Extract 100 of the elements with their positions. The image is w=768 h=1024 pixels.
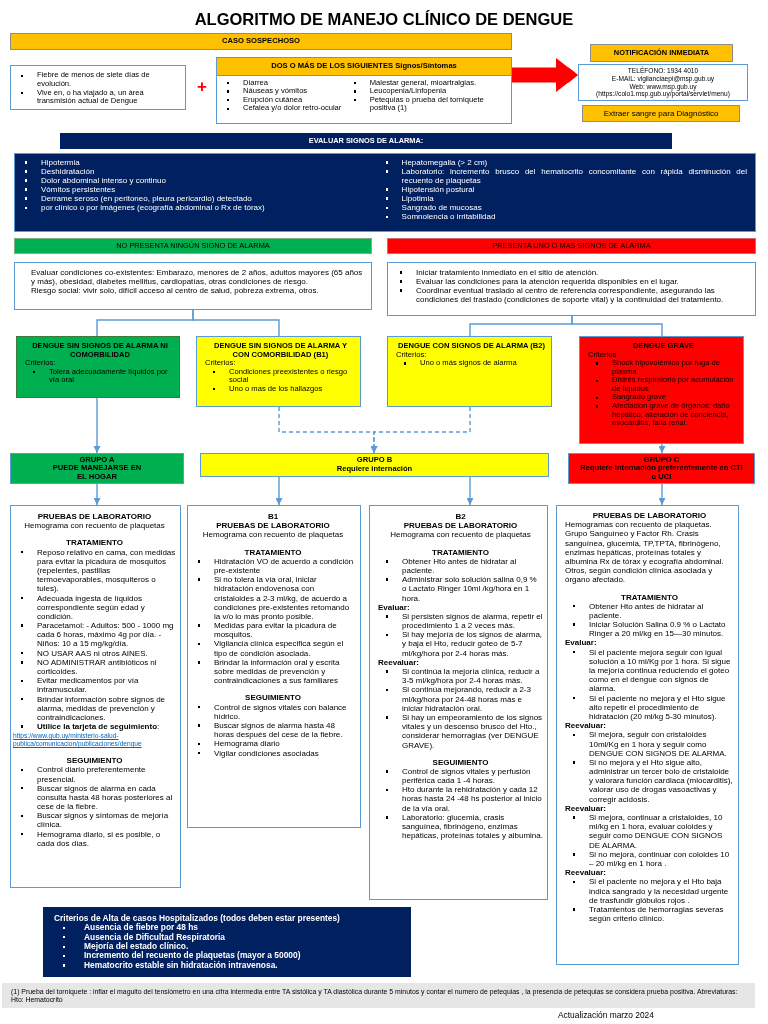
- protocol-box: [187, 505, 361, 828]
- plus-sign: +: [197, 78, 207, 95]
- list-item: Paracetamol: - Adultos: 500 - 1000 mg cada 6 horas, máximo 4g por día. - Niños: 10 a 15 mg/kg/día.: [13, 621, 176, 649]
- list-item: Si mejora, seguir con cristaloides 10ml/Kg en 1 hora y seguir como DENGUE CON SIGNOS DE ALARMA.: [565, 730, 734, 758]
- heading: PRUEBAS DE LABORATORIO: [402, 521, 519, 531]
- heading: B2: [454, 512, 467, 522]
- list-item: Vigilancia clínica especifica según el tipo de condición asociada.: [190, 639, 356, 658]
- protocol-box: [10, 505, 181, 888]
- list-item: Reposo relativo en cama, con medidas para evitar la picadura de mosquitos (repelentes, pastillas termoevaporables, mosquiteros o tules).: [13, 547, 176, 594]
- body-text: Hemograma con recuento de plaquetas: [201, 530, 345, 540]
- arrow: [275, 476, 283, 506]
- list-item: Laboratorio: glucemia, crasis sanguínea, fibrinógeno, enzimas hepáticas, proteínas totales y albumina.: [378, 812, 543, 841]
- list-item: por clínico o por imágenes (ecografía abdominal o Rx de tórax): [17, 203, 378, 213]
- body-text: Hemograma con recuento de plaquetas: [23, 521, 166, 531]
- list-item: Buscar signos de alarma en cada consulta hasta 48 horas posteriores al cese de la fiebre.: [13, 783, 176, 812]
- body-text: Riesgo social: vivir solo, difícil acceso al centro de salud, pobreza extrema, otros.: [31, 286, 320, 296]
- list-item: Hemograma diario: [190, 739, 356, 749]
- panel-heading: Criterios de Alta de casos Hospitalizados (todos deben estar presentes): [54, 913, 341, 924]
- list-item: Si continúa mejorando, reducir a 2-3 ml/kg/hora por 24-48 horas más e iniciar hidratación oral.: [378, 685, 543, 713]
- list-item: Iniciar Solución Salina 0.9 % o Lactato Ringer a 20 ml/kg en 15—30 minutos.: [565, 620, 734, 639]
- arrow: [466, 476, 474, 506]
- heading: SEGUIMIENTO: [244, 693, 302, 703]
- classification-box: [16, 336, 180, 398]
- list-item: Hepatomegalia (> 2 cm): [377, 158, 747, 168]
- protocol-box: [556, 505, 739, 965]
- list-item: Utilice la tarjeta de seguimiento:: [13, 722, 176, 732]
- notification-box: [590, 44, 733, 62]
- section-band: [60, 133, 672, 149]
- list-item: Obtener Hto antes de hidratar al paciente.: [565, 601, 734, 621]
- list-item: Si continúa la mejoría clínica, reducir a 3-5 ml/kg/hora por 2-4 horas más.: [378, 667, 543, 686]
- list-item: Si hay mejoría de los signos de alarma, y baja el Hto, reducir goteo de 5-7 ml/kg/hora por 2-4 horas más.: [378, 630, 543, 658]
- arrow: [658, 443, 666, 454]
- group-box: [568, 453, 755, 484]
- action-box: [387, 262, 756, 316]
- decision-band: [14, 238, 372, 254]
- heading: SEGUIMIENTO: [65, 756, 124, 766]
- block-arrow: [512, 58, 578, 92]
- contact-box: [578, 64, 748, 101]
- list-item: Sangrado de mucosas: [377, 203, 747, 213]
- classification-box: [387, 336, 552, 407]
- arrow: [370, 406, 471, 454]
- list-item: Dolor abdominal intenso y continuo: [17, 176, 378, 186]
- list-item: Hematocrito estable sin hidratación intravenosa.: [54, 960, 402, 971]
- list-item: Evaluar las condiciones para la atención requerida disponibles en el lugar.: [392, 277, 747, 287]
- list-item: Laboratorio: incremento brusco del hematocrito concomitante con rápida disminución del recuento de plaquetas: [377, 167, 747, 186]
- protocol-box: [369, 505, 548, 900]
- assessment-box: [14, 262, 372, 310]
- group-box: [200, 453, 549, 477]
- list-item: Iniciar tratamiento inmediato en el sitio de atención.: [392, 268, 747, 278]
- list-item: Ausencia de fiebre por 48 hs: [54, 923, 402, 933]
- classification-box: [196, 336, 361, 407]
- list-item: Ausencia de Dificultad Respiratoria: [54, 932, 402, 942]
- list-item: Medidas para evitar la picadura de mosquitos.: [190, 621, 356, 640]
- group-box: [10, 453, 184, 484]
- list-item: Brindar información sobre signos de alarma, medidas de prevención y contraindicaciones.: [13, 694, 176, 723]
- heading: PRUEBAS DE LABORATORIO: [215, 521, 331, 531]
- heading: SEGUIMIENTO: [431, 757, 490, 767]
- footnote-band: [2, 983, 755, 1008]
- list-item: Somnolencia o irritabilidad: [377, 212, 747, 222]
- list-item: Lipotimia: [377, 194, 747, 204]
- criteria-box: [10, 65, 186, 110]
- subheading: Reevaluar:: [565, 868, 607, 878]
- subheading: Evaluar:: [378, 602, 411, 612]
- list-item: Hipotensión postural: [377, 185, 747, 195]
- subheading: Reevaluar:: [378, 657, 420, 667]
- header-band: [10, 33, 512, 50]
- connector-line: [192, 309, 280, 337]
- arrow: [93, 483, 101, 506]
- criteria-box: [216, 57, 512, 124]
- body-text: Hemograma con recuento de plaquetas: [389, 530, 532, 540]
- list-item: NO USAR AAS ni otros AINES.: [13, 648, 176, 658]
- body-text: Evaluar condiciones co-existentes: Embarazo, menores de 2 años, adultos mayores (65 años y más), obesidad, diabetes mellitus, cardiopatías, otras condiciones de riesgo.: [31, 268, 363, 287]
- subheading: Reevaluar:: [565, 803, 606, 813]
- connector-line: [571, 315, 663, 337]
- heading: TRATAMIENTO: [65, 538, 124, 548]
- list-item: Adecuada ingesta de líquidos correspondiente según edad y condición.: [13, 593, 176, 622]
- arrow: [658, 483, 666, 506]
- list-item: Brindar la información oral y escrita sobre medidas de prevención y contraindicaciones a sus familiares: [190, 657, 356, 686]
- heading: PRUEBAS DE LABORATORIO: [36, 512, 153, 522]
- decision-band: [387, 238, 756, 254]
- list-item: Si persisten signos de alarma, repetir el procedimiento 1 a 2 veces más.: [378, 611, 543, 631]
- list-item: Hidratación VO de acuerdo a condición pre-existente: [190, 556, 356, 576]
- list-item: Mejoría del estado clínico.: [54, 942, 402, 952]
- list-item: Obtener Hto antes de hidratar al paciente.: [378, 556, 543, 576]
- list-item: Control diario preferentemente presencial.: [13, 765, 176, 784]
- list-item: Buscar signos de alarma hasta 48 horas después del cese de la fiebre.: [190, 720, 356, 740]
- list-item: Administrar solo solución salina 0,9 % o Lactato Ringer 10ml /kg/hora en 1 hora.: [378, 575, 543, 603]
- list-item: Si el paciente mejora seguir con igual solución a 10 ml/Kg por 1 hora. Si sigue la mejoría continua reduciendo el goteo como en el dengue con signos de alarma.: [565, 647, 734, 694]
- subheading: Reevaluar:: [565, 721, 607, 731]
- list-item: Control de signos vitales y perfusión periférica cada 1 -4 horas.: [378, 766, 543, 786]
- discharge-criteria-panel: [43, 907, 411, 977]
- list-item: Incremento del recuento de plaquetas (mayor a 50000): [54, 951, 402, 961]
- diagram-title: ALGORITMO DE MANEJO CLÍNICO DE DENGUE: [194, 10, 574, 29]
- list-item: Tratamientos de hemorragias severas según criterio clínico.: [565, 904, 734, 924]
- list-item: Control de signos vitales con balance hídrico.: [190, 702, 356, 721]
- heading: B1: [266, 512, 280, 522]
- heading: TRATAMIENTO: [431, 547, 490, 557]
- heading: TRATAMIENTO: [620, 592, 679, 602]
- classification-box: [579, 336, 744, 444]
- body-text: Hemogramas con recuento de plaquetas. Grupo Sanguíneo y Factor Rh. Crasis sanguínea, glucemia, TP,TPTA, fibrinógeno, enzimas hepáticas, proteínas totales y albumina Rx de tórax y ecografía abdominal. Otros, según condición clínica asociada y órgano afectado.: [565, 520, 725, 585]
